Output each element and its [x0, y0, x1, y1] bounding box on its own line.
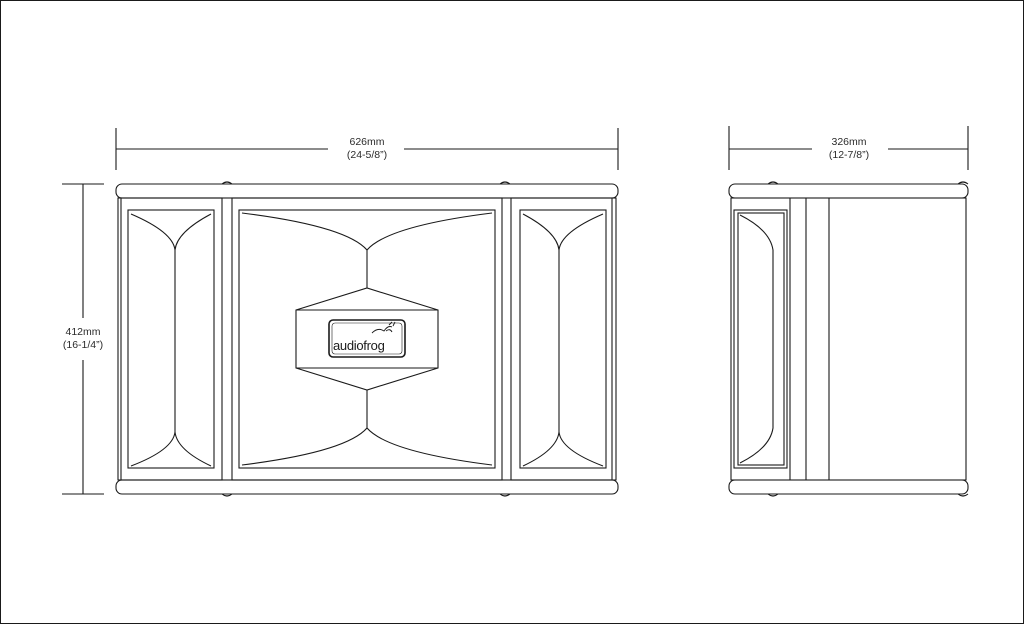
side-grille-profile	[733, 209, 788, 469]
side-foot	[767, 181, 779, 185]
side-top-cap	[728, 183, 969, 199]
front-foot	[499, 181, 511, 185]
side-foot	[767, 493, 779, 497]
front-foot	[499, 493, 511, 497]
width-metric-label: 626mm	[349, 136, 384, 148]
front-foot	[221, 493, 233, 497]
frog-icon	[371, 321, 396, 334]
front-foot	[221, 181, 233, 185]
height-dimension	[62, 183, 104, 495]
depth-metric-label: 326mm	[831, 136, 866, 148]
brand-badge	[328, 319, 406, 358]
depth-imperial-label: (12-7/8”)	[829, 149, 869, 161]
depth-dimension	[728, 126, 969, 170]
side-bottom-cap	[728, 479, 969, 495]
side-cabinet-body	[730, 197, 967, 481]
height-imperial-label: (16-1/4”)	[63, 339, 103, 351]
front-top-cap	[115, 183, 619, 199]
side-foot	[957, 181, 969, 185]
front-center-panel	[231, 197, 503, 481]
height-metric-label: 412mm	[65, 326, 100, 338]
width-dimension	[115, 128, 619, 170]
brand-logo-text: audiofrog	[333, 338, 385, 353]
front-right-panel	[510, 197, 613, 481]
front-left-panel	[120, 197, 223, 481]
front-view	[62, 128, 619, 497]
side-view	[728, 126, 969, 497]
side-foot	[957, 493, 969, 497]
front-bottom-cap	[115, 479, 619, 495]
width-imperial-label: (24-5/8”)	[347, 149, 387, 161]
